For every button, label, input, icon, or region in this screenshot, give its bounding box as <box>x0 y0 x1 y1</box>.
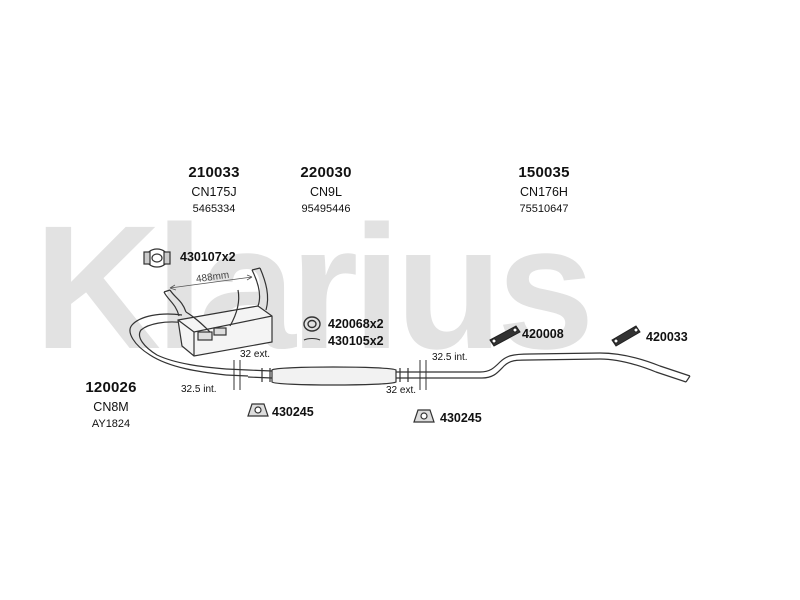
part-reference: 75510647 <box>519 203 569 215</box>
part-group-210033: 210033 CN175J 5465334 <box>188 164 239 215</box>
part-reference: 5465334 <box>192 203 236 215</box>
hanger-part-label-420033: 420033 <box>646 330 688 344</box>
part-reference: AY1824 <box>91 418 131 430</box>
part-number: 150035 <box>518 164 570 181</box>
part-code: CN9L <box>310 185 342 199</box>
mount-part-label-right: 430245 <box>440 411 482 425</box>
mount-part-label-left: 430245 <box>272 405 314 419</box>
length-dimension-line <box>169 274 253 291</box>
hanger-icon-420008 <box>489 325 521 347</box>
gasket-part-label: 430105x2 <box>328 334 384 348</box>
mount-icon-left <box>247 403 269 417</box>
mount-icon-right <box>413 409 435 423</box>
left-ext-dimension: 32 ext. <box>240 349 271 360</box>
part-group-120026: 120026 CN8M AY1824 <box>85 379 136 430</box>
part-reference: 95495446 <box>301 203 351 215</box>
center-pipe-drawing <box>225 366 436 386</box>
part-group-220030: 220030 CN9L 95495446 <box>300 164 351 215</box>
part-code: CN8M <box>93 400 129 414</box>
front-pipe-drawing <box>129 313 227 376</box>
left-int-dimension: 32.5 int. <box>181 384 217 395</box>
ring-part-label: 420068x2 <box>328 317 384 331</box>
part-number: 210033 <box>188 164 240 181</box>
clamp-icon <box>143 248 171 268</box>
hanger-icon-420033 <box>611 325 641 347</box>
right-ext-dimension: 32 ext. <box>386 385 417 396</box>
rear-pipe-drawing <box>436 352 691 383</box>
clamp-part-label: 430107x2 <box>180 250 236 264</box>
manifold-drawing <box>163 267 273 357</box>
gasket-icon <box>303 338 321 341</box>
part-number: 220030 <box>300 164 352 181</box>
part-code: CN176H <box>520 185 568 199</box>
part-group-150035: 150035 CN176H 75510647 <box>518 164 569 215</box>
part-code: CN175J <box>191 185 237 199</box>
right-int-dimension: 32.5 int. <box>432 352 468 363</box>
joint-markers <box>233 360 427 390</box>
ring-icon <box>303 316 321 332</box>
part-number: 120026 <box>85 379 137 396</box>
hanger-part-label-420008: 420008 <box>522 327 564 341</box>
